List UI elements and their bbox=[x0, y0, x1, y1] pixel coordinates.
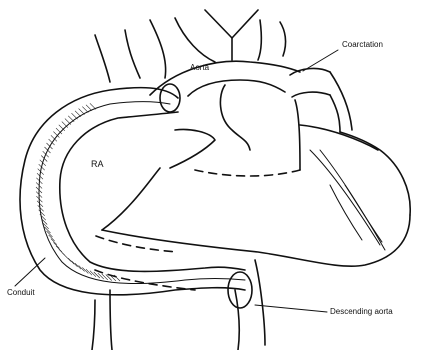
heart-outline bbox=[102, 100, 410, 266]
leader-conduit bbox=[15, 258, 45, 286]
label-coarctation: Coarctation bbox=[342, 40, 383, 49]
conduit-graft bbox=[20, 84, 252, 308]
descending-aorta bbox=[92, 236, 265, 350]
leader-lines bbox=[15, 50, 338, 312]
leader-coarctation bbox=[303, 50, 338, 71]
label-ra: RA bbox=[91, 159, 104, 169]
label-conduit: Conduit bbox=[7, 288, 35, 297]
label-descending-aorta: Descending aorta bbox=[330, 307, 393, 316]
leader-descending-aorta bbox=[255, 305, 327, 312]
aortic-arch bbox=[150, 61, 300, 150]
label-aorta: Aorta bbox=[190, 63, 210, 72]
